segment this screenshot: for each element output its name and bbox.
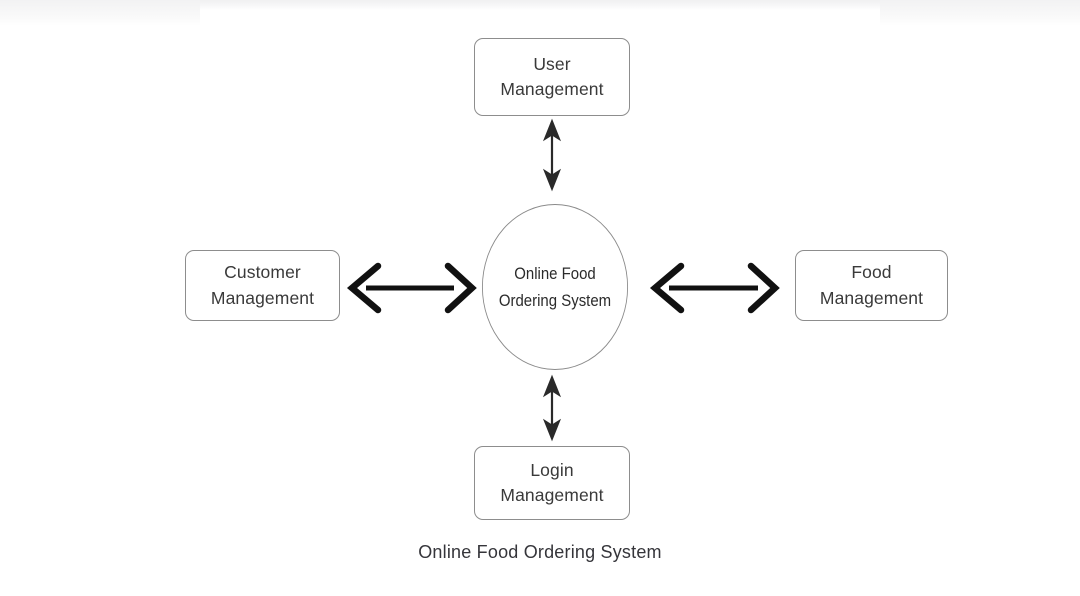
node-user-management-line1: User	[533, 53, 571, 74]
node-user-management[interactable]: User Management	[474, 38, 630, 116]
node-customer-management-line1: Customer	[224, 262, 301, 283]
node-user-management-line2: Management	[500, 79, 604, 99]
top-edge-band-left	[0, 0, 200, 26]
node-customer-management-line2: Management	[210, 287, 315, 308]
diagram-caption: Online Food Ordering System	[418, 542, 662, 562]
center-label-line1: Online Food	[514, 263, 596, 283]
node-food-management-line2: Management	[819, 287, 924, 308]
node-login-management-line2: Management	[500, 485, 604, 505]
top-edge-band-right	[880, 0, 1080, 26]
connector-customer-management	[346, 262, 477, 314]
connector-login-management	[542, 374, 562, 442]
node-food-management[interactable]: Food Management	[795, 250, 948, 321]
node-login-management[interactable]: Login Management	[474, 446, 630, 520]
top-edge-band	[0, 0, 1080, 10]
connector-user-management	[542, 118, 562, 192]
center-label-line2: Ordering System	[498, 291, 612, 310]
node-login-management-line1: Login	[530, 459, 574, 480]
node-online-food-ordering-system[interactable]: Online Food Ordering System	[481, 204, 629, 370]
connector-food-management	[649, 262, 780, 314]
node-food-management-line1: Food	[851, 262, 892, 283]
node-customer-management[interactable]: Customer Management	[185, 250, 340, 321]
